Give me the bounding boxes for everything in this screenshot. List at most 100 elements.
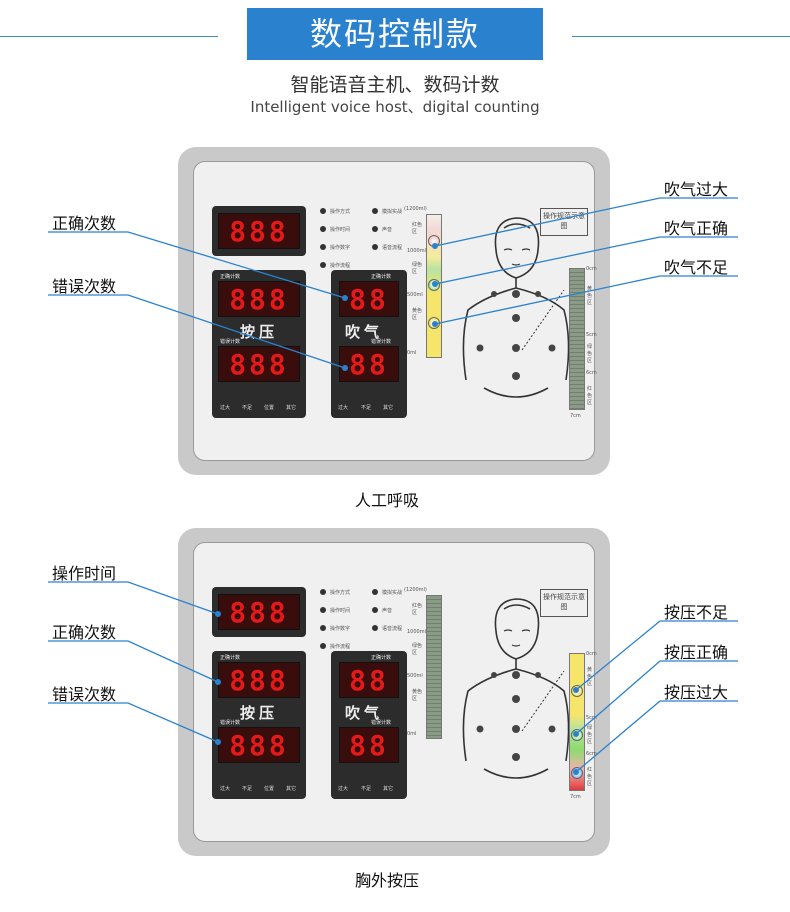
status-label: 操作流程 <box>330 263 351 269</box>
blow-error-digits: 88 <box>339 727 399 763</box>
caption-artificial-respiration: 人工呼吸 <box>355 491 420 510</box>
lung-zone-label: 红色区 <box>412 222 423 235</box>
blow-panel: 正确计数 88 吹气 错误计数 88 过大 不足 其它 <box>331 651 407 799</box>
callout-blow-too-much: 吹气过大 <box>664 180 729 199</box>
lung-zone-label: 绿色区 <box>412 262 423 275</box>
manikin-figure <box>462 598 570 779</box>
callout-press-too-much: 按压过大 <box>664 683 729 702</box>
leader-line <box>48 231 346 299</box>
error-count-tag: 错误计数 <box>371 720 392 726</box>
lung-top-label: (1200ml) <box>404 206 427 212</box>
callout-correct-count: 正确次数 <box>52 214 117 233</box>
depth-scale-label: 5cm <box>586 332 597 338</box>
press-bottom-label: 过大 <box>220 405 231 411</box>
error-count-tag: 错误计数 <box>220 720 241 726</box>
depth-zone-label: 绿色区 <box>587 725 593 745</box>
correct-count-tag: 正确计数 <box>220 274 241 280</box>
callout-error-count: 错误次数 <box>52 277 117 296</box>
press-bottom-label: 不足 <box>242 405 253 411</box>
press-bottom-label: 位置 <box>264 405 275 411</box>
lung-top-label: (1200ml) <box>404 587 427 593</box>
depth-scale-label: 7cm <box>570 794 581 800</box>
depth-zone-label: 绿色区 <box>587 344 593 364</box>
status-led <box>372 226 378 232</box>
time-digits: 888 <box>218 213 300 249</box>
leader-line <box>48 294 346 369</box>
header-rule-left <box>0 36 218 37</box>
callout-operation-time: 操作时间 <box>52 564 117 583</box>
status-label: 操作流程 <box>330 644 351 650</box>
time-display: 888 <box>212 587 306 637</box>
status-label: 操作数字 <box>330 245 351 251</box>
device-faceplate: 888 正确计数 888 按压 错误计数 888 过大 不足 位置 其它 正确计… <box>193 542 597 842</box>
lung-scale-label: 0ml <box>407 350 417 356</box>
device-panel-respiration: 888 正确计数 888 按压 错误计数 888 过大 不足 位置 其它 正确计… <box>178 147 610 475</box>
leader-line <box>575 700 738 773</box>
depth-scale-label: 6cm <box>586 751 597 757</box>
lung-zone-label: 黄色区 <box>412 308 423 321</box>
leader-line <box>48 702 219 743</box>
header-rule-right <box>572 36 790 37</box>
status-led <box>320 262 326 268</box>
leader-line <box>434 197 738 247</box>
manikin-points <box>476 289 565 380</box>
blow-bottom-label: 不足 <box>361 786 372 792</box>
lung-zone-label: 黄色区 <box>412 689 423 702</box>
leader-line <box>434 275 738 325</box>
caption-chest-compression: 胸外按压 <box>355 871 420 890</box>
press-bottom-label: 不足 <box>242 786 253 792</box>
lung-scale-label: 1000ml <box>407 248 426 254</box>
press-bottom-label: 位置 <box>264 786 275 792</box>
status-label: 语音流程 <box>382 245 403 251</box>
status-led <box>372 244 378 250</box>
press-panel: 正确计数 888 按压 错误计数 888 过大 不足 位置 其它 <box>212 651 306 799</box>
depth-bar <box>569 268 585 410</box>
lung-volume-bar <box>426 595 442 739</box>
diagram-label: 操作规范示意图 <box>540 589 588 617</box>
status-label: 操作时间 <box>330 227 351 233</box>
press-bottom-label: 其它 <box>286 405 297 411</box>
blow-panel: 正确计数 88 吹气 错误计数 88 过大 不足 其它 <box>331 270 407 418</box>
time-digits: 888 <box>218 594 300 630</box>
press-bottom-label: 过大 <box>220 786 231 792</box>
time-display: 888 <box>212 206 306 256</box>
blow-bottom-label: 其它 <box>383 405 394 411</box>
leader-line <box>575 660 738 735</box>
status-led <box>372 607 378 613</box>
status-led <box>320 589 326 595</box>
depth-zone-label: 黄色区 <box>587 667 593 687</box>
callout-blow-insufficient: 吹气不足 <box>664 258 729 277</box>
depth-scale-label: 7cm <box>570 413 581 419</box>
lung-scale-label: 500ml <box>407 292 423 298</box>
subtitle-english: Intelligent voice host、digital counting <box>250 98 540 116</box>
status-label: 操作方式 <box>330 209 351 215</box>
status-led <box>372 589 378 595</box>
press-label: 按压 <box>240 704 279 722</box>
blow-error-digits: 88 <box>339 346 399 382</box>
depth-scale-label: 5cm <box>586 715 597 721</box>
blow-bottom-label: 过大 <box>338 786 349 792</box>
depth-scale-label: 6cm <box>586 370 597 376</box>
leader-line <box>48 640 219 683</box>
status-led <box>372 208 378 214</box>
correct-count-tag: 正确计数 <box>371 655 392 661</box>
depth-zone-label: 红色区 <box>587 767 593 787</box>
status-led <box>320 208 326 214</box>
status-label: 模拟实战 <box>382 209 403 215</box>
leader-line <box>434 236 738 285</box>
blow-label: 吹气 <box>345 323 384 341</box>
device-panel-compression: 888 正确计数 888 按压 错误计数 888 过大 不足 位置 其它 正确计… <box>178 528 610 856</box>
device-faceplate: 888 正确计数 888 按压 错误计数 888 过大 不足 位置 其它 正确计… <box>193 161 597 461</box>
status-label: 模拟实战 <box>382 590 403 596</box>
blow-bottom-label: 其它 <box>383 786 394 792</box>
error-count-tag: 错误计数 <box>220 339 241 345</box>
depth-scale-label: 0cm <box>586 266 597 272</box>
press-panel: 正确计数 888 按压 错误计数 888 过大 不足 位置 其它 <box>212 270 306 418</box>
blow-bottom-label: 不足 <box>361 405 372 411</box>
correct-count-tag: 正确计数 <box>220 655 241 661</box>
press-bottom-label: 其它 <box>286 786 297 792</box>
depth-zone-label: 红色区 <box>587 386 593 406</box>
status-led <box>320 244 326 250</box>
leader-line <box>48 581 219 615</box>
